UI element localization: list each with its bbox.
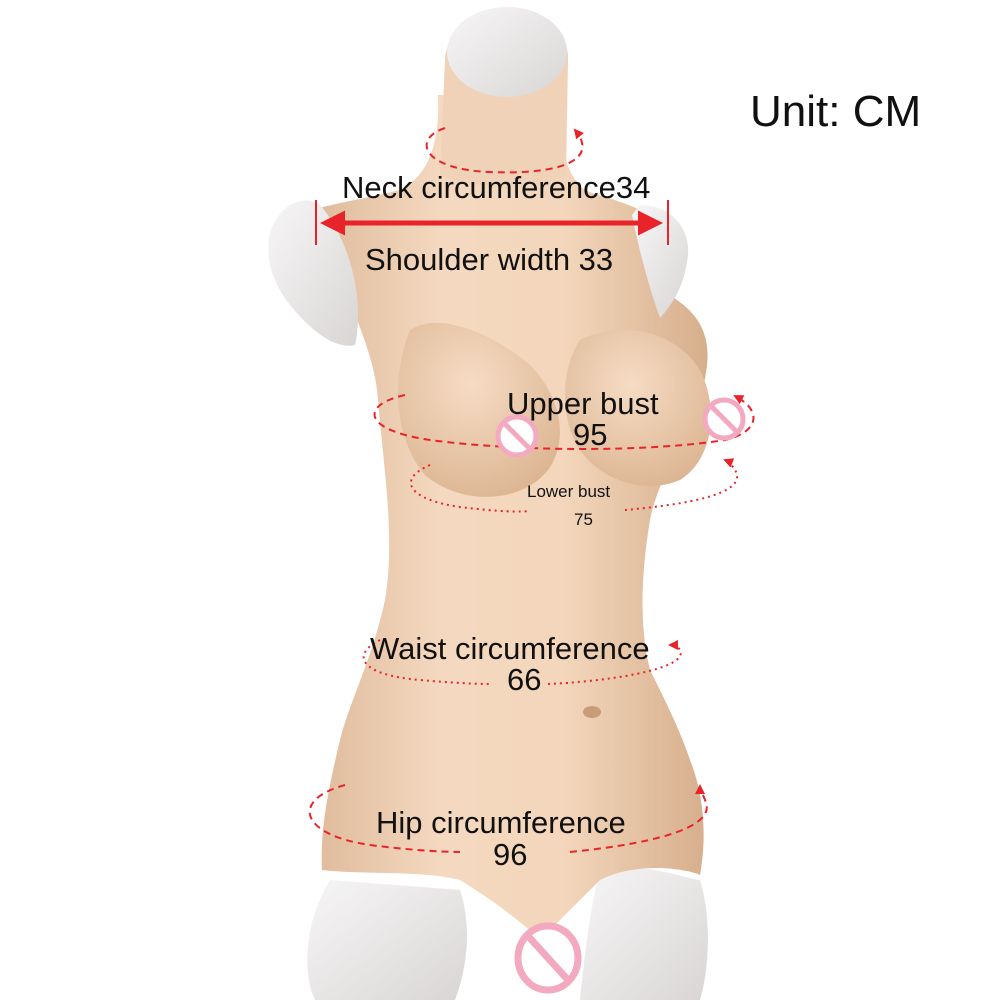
censor-icon (495, 414, 539, 458)
upper-bust-measure-loop (373, 394, 755, 450)
waist-circumference-value: 66 (507, 662, 542, 697)
right-leg-mannequin (580, 867, 708, 1000)
unit-label: Unit: CM (750, 87, 922, 136)
lower-bust-label: Lower bust (527, 482, 611, 501)
left-shoulder-mannequin (268, 200, 359, 346)
neck-circumference-label: Neck circumference34 (342, 170, 651, 205)
neck-mannequin (447, 7, 567, 97)
shoulder-width-label: Shoulder width 33 (365, 242, 614, 277)
hip-circumference-value: 96 (493, 837, 528, 872)
neck-measure-loop (425, 127, 584, 174)
waist-measure-loop (362, 640, 682, 685)
censor-icon (702, 397, 746, 441)
shoulder-width-arrow (315, 200, 669, 245)
lower-bust-measure-loop (409, 460, 738, 513)
lower-bust-value: 75 (574, 510, 593, 529)
upper-bust-value: 95 (573, 417, 608, 452)
navel (583, 706, 601, 718)
censor-icon (514, 922, 582, 994)
hip-measure-loop (308, 785, 707, 853)
upper-bust-label: Upper bust (507, 386, 659, 421)
hip-circumference-label: Hip circumference (376, 805, 626, 840)
right-breast (565, 330, 711, 486)
waist-circumference-label: Waist circumference (370, 631, 650, 666)
left-leg-mannequin (307, 880, 467, 1000)
torso-bodysuit (300, 95, 708, 940)
